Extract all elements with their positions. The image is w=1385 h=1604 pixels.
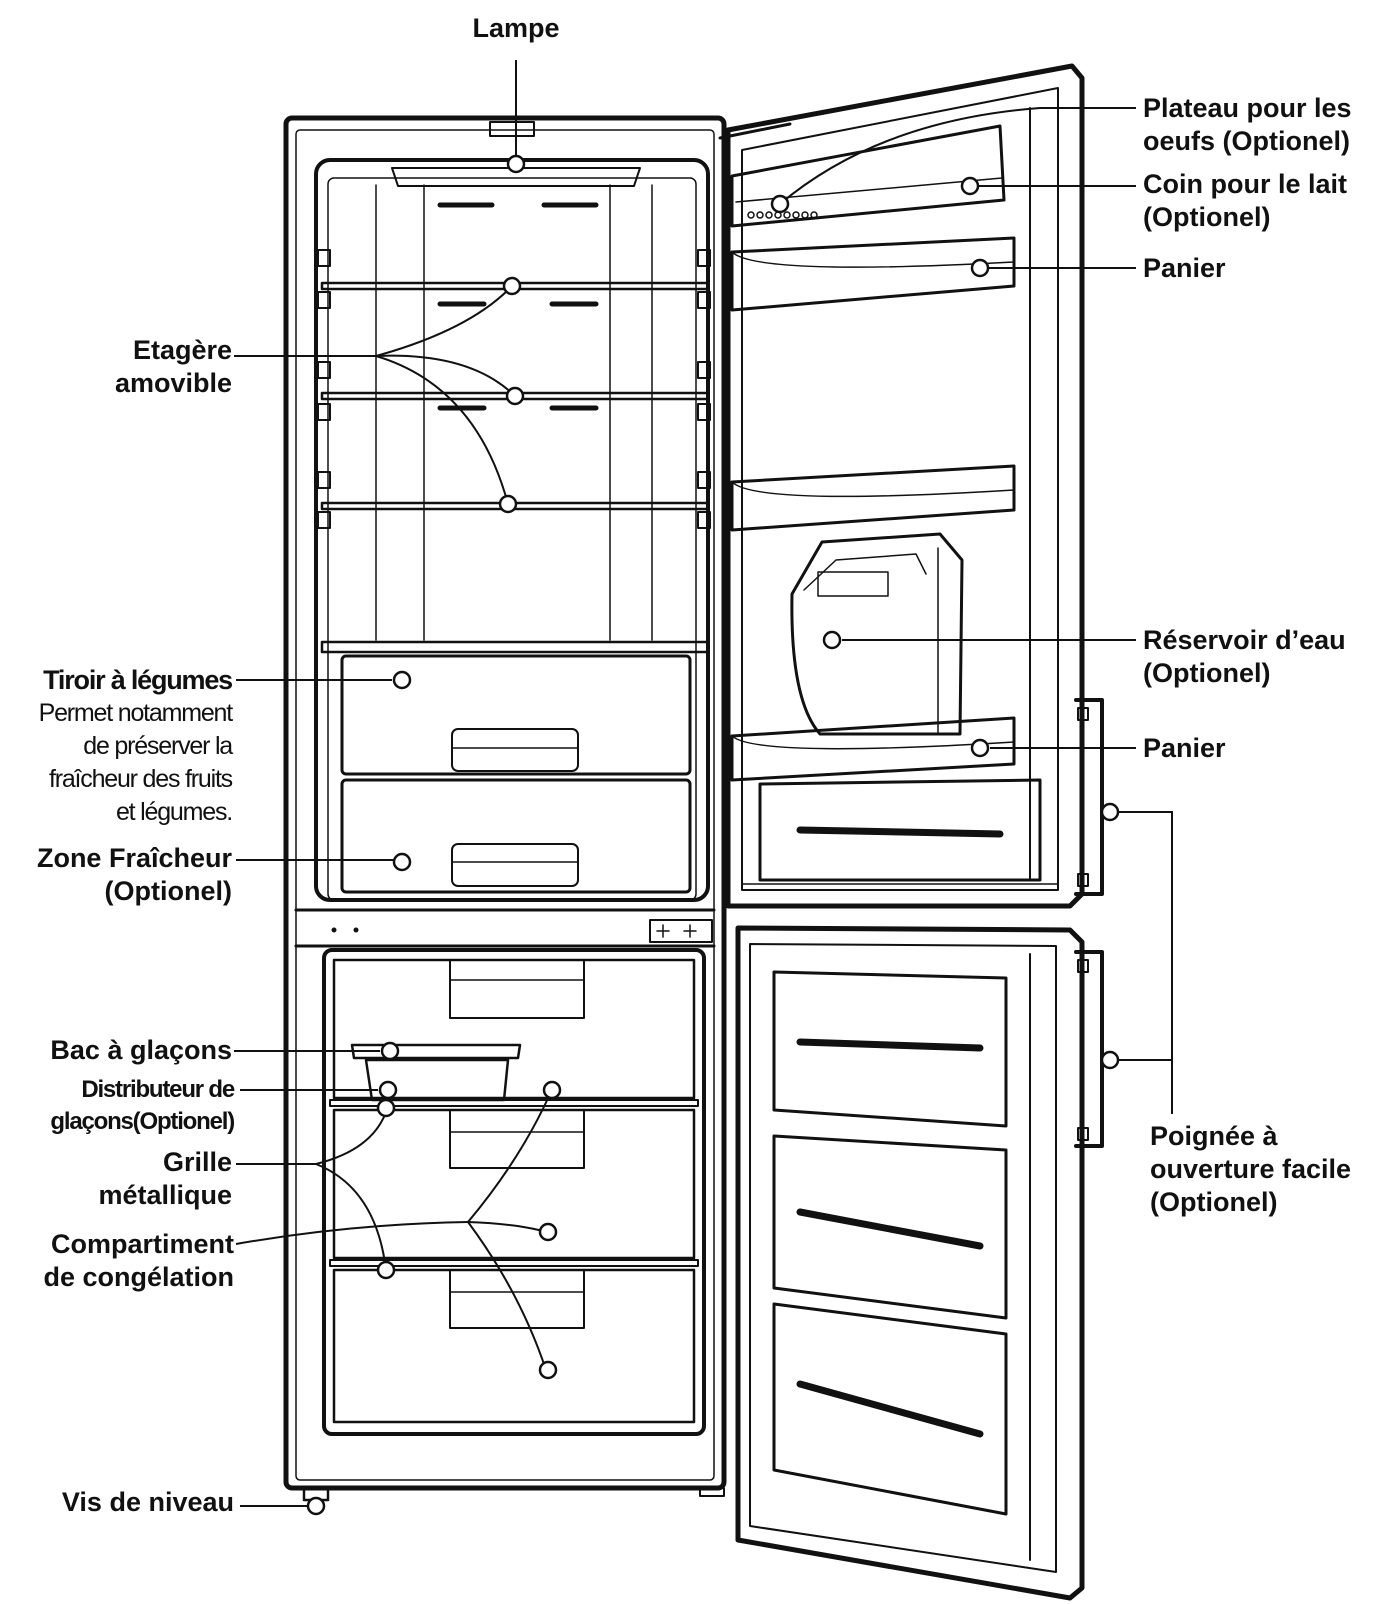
label-compartiment-congelation: Compartiment de congélation (4, 1228, 234, 1294)
label-tiroir-title: Tiroir à légumes (43, 665, 233, 695)
label-tiroir-desc-line4: et légumes. (115, 798, 233, 826)
fridge-door (718, 63, 1104, 909)
leader-compartiment-3 (467, 1221, 547, 1371)
label-grille-metallique: Grille métallique (4, 1146, 232, 1212)
fridge-cabinet (283, 115, 727, 1502)
label-grille-line1: Grille (162, 1147, 232, 1177)
label-distributeur-glacons: Distributeur de glaçons(Optionel) (4, 1074, 235, 1138)
label-poignee-line1: Poignée à (1150, 1121, 1278, 1151)
label-zone-fraicheur: Zone Fraîcheur (Optionel) (4, 842, 232, 908)
leader-compartiment (235, 1221, 469, 1245)
label-reservoir-line1: Réservoir d’eau (1143, 625, 1346, 655)
label-poignee-line2: ouverture facile (1150, 1154, 1352, 1184)
label-reservoir-eau: Réservoir d’eau (Optionel) (1143, 624, 1346, 690)
label-etagere-amovible: Etagère amovible (20, 334, 232, 400)
label-tiroir-desc-line2: de préserver la (83, 732, 233, 760)
label-panier-bottom: Panier (1143, 732, 1226, 765)
label-tiroir-desc-line3: fraîcheur des fruits (48, 765, 233, 793)
label-etagere-line1: Etagère (132, 335, 232, 365)
label-coin-lait-line1: Coin pour le lait (1143, 169, 1348, 199)
leader-plateau (779, 107, 1136, 205)
label-compartiment-line2: de congélation (43, 1262, 234, 1292)
label-reservoir-line2: (Optionel) (1143, 658, 1271, 688)
leader-etagere-1 (375, 285, 513, 357)
freezer-compartment (322, 948, 706, 1436)
label-plateau-oeufs-line2: oeufs (Optionel) (1143, 126, 1350, 156)
label-poignee: Poignée à ouverture facile (Optionel) (1150, 1120, 1351, 1219)
label-tiroir-desc-line1: Permet notamment (38, 699, 234, 727)
label-panier-top-text: Panier (1143, 253, 1226, 283)
label-bac-glacons-text: Bac à glaçons (50, 1035, 232, 1065)
label-lampe: Lampe (450, 12, 582, 45)
label-zone-fraicheur-line1: Zone Fraîcheur (36, 843, 232, 873)
leader-grille-1 (315, 1111, 387, 1165)
label-plateau-oeufs: Plateau pour les oeufs (Optionel) (1143, 92, 1352, 158)
label-panier-bottom-text: Panier (1143, 733, 1226, 763)
label-coin-lait-line2: (Optionel) (1143, 202, 1271, 232)
label-coin-lait: Coin pour le lait (Optionel) (1143, 168, 1347, 234)
label-compartiment-line1: Compartiment (50, 1229, 234, 1259)
freezer-door (735, 925, 1104, 1601)
fridge-compartment (314, 158, 711, 902)
callout-markers (306, 154, 1120, 1516)
label-vis-niveau: Vis de niveau (4, 1486, 234, 1519)
label-tiroir-legumes: Tiroir à légumes Permet notamment de pré… (4, 664, 234, 829)
label-plateau-oeufs-line1: Plateau pour les (1143, 93, 1352, 123)
label-vis-niveau-text: Vis de niveau (61, 1487, 234, 1517)
leader-etagere-3 (375, 355, 509, 505)
label-zone-fraicheur-line2: (Optionel) (104, 876, 232, 906)
label-bac-glacons: Bac à glaçons (4, 1034, 232, 1067)
label-distributeur-line2: glaçons(Optionel) (50, 1108, 235, 1135)
label-panier-top: Panier (1143, 252, 1226, 285)
leader-poignee-top (1104, 811, 1173, 1060)
label-poignee-line3: (Optionel) (1150, 1187, 1278, 1217)
label-etagere-line2: amovible (114, 368, 232, 398)
leader-etagere-2 (375, 354, 516, 397)
label-distributeur-line1: Distributeur de (81, 1076, 235, 1103)
leader-compartiment-2 (467, 1221, 547, 1233)
leader-compartiment-1 (467, 1093, 551, 1223)
label-lampe-text: Lampe (472, 13, 560, 43)
label-grille-line2: métallique (98, 1180, 232, 1210)
leader-grille-2 (315, 1163, 387, 1271)
